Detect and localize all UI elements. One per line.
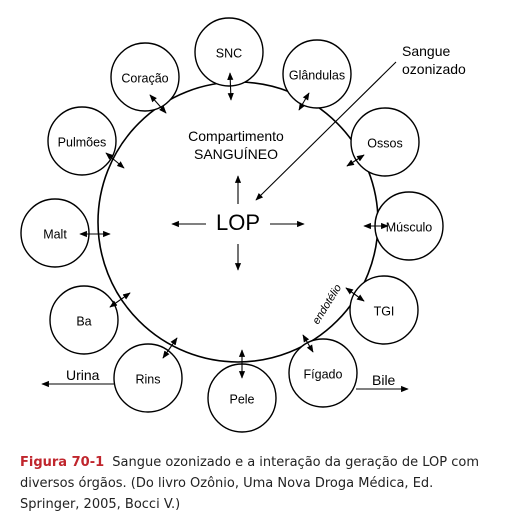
organ-label-musculo: Músculo	[386, 220, 433, 234]
organ-snc: SNC	[194, 17, 264, 87]
figure-number: Figura 70-1	[20, 455, 105, 470]
exchange-arrow-tgi	[345, 287, 365, 302]
exchange-arrow-snc	[227, 72, 234, 101]
urina-label: Urina	[66, 367, 100, 383]
exchange-arrow-coracao	[149, 94, 167, 114]
caption-text: Sangue ozonizado e a interação da geraçã…	[20, 455, 479, 512]
exchange-arrow-rins	[162, 337, 178, 359]
bile-label: Bile	[372, 372, 396, 388]
organ-label-rins: Rins	[135, 372, 160, 386]
organ-pele: Pele	[207, 363, 277, 433]
organ-pulmoes: Pulmões	[47, 106, 117, 176]
exchange-arrow-pulmoes	[105, 152, 125, 169]
compartment-label-line2: SANGUÍNEO	[194, 146, 278, 162]
exchange-arrow-ba	[109, 292, 131, 308]
organ-label-glandulas: Glândulas	[289, 68, 345, 82]
ozone-blood-arrow	[255, 61, 397, 201]
organ-malt: Malt	[20, 198, 90, 268]
organ-figado: Fígado	[288, 338, 358, 408]
exchange-arrow-glandulas	[298, 92, 310, 111]
organ-label-snc: SNC	[216, 46, 242, 60]
lop-label: LOP	[216, 210, 260, 235]
organ-rins: Rins	[113, 343, 183, 413]
organ-label-ossos: Ossos	[367, 136, 402, 150]
ozone-diagram: Compartimento SANGUÍNEO LOP Sangue ozoni…	[20, 17, 466, 433]
organ-glandulas: Glândulas	[282, 39, 352, 109]
exchange-arrow-ossos	[346, 154, 365, 167]
organ-label-figado: Fígado	[304, 367, 343, 381]
organ-label-tgi: TGI	[374, 304, 395, 318]
compartment-label-line1: Compartimento	[188, 128, 284, 144]
ozone-label-line1: Sangue	[402, 43, 450, 59]
organ-label-pele: Pele	[229, 392, 254, 406]
figure-caption: Figura 70-1 Sangue ozonizado e a interaç…	[20, 452, 490, 515]
organ-musculo: Músculo	[374, 191, 444, 261]
organ-label-pulmoes: Pulmões	[58, 135, 107, 149]
organ-label-coracao: Coração	[121, 71, 168, 85]
organ-ossos: Ossos	[350, 107, 420, 177]
organ-ba: Ba	[49, 285, 119, 355]
organ-coracao: Coração	[110, 42, 180, 112]
organ-label-malt: Malt	[43, 227, 67, 241]
exchange-arrow-figado	[302, 334, 314, 353]
organ-label-ba: Ba	[76, 314, 91, 328]
organ-tgi: TGI	[349, 275, 419, 345]
ozone-label-line2: ozonizado	[402, 61, 466, 77]
